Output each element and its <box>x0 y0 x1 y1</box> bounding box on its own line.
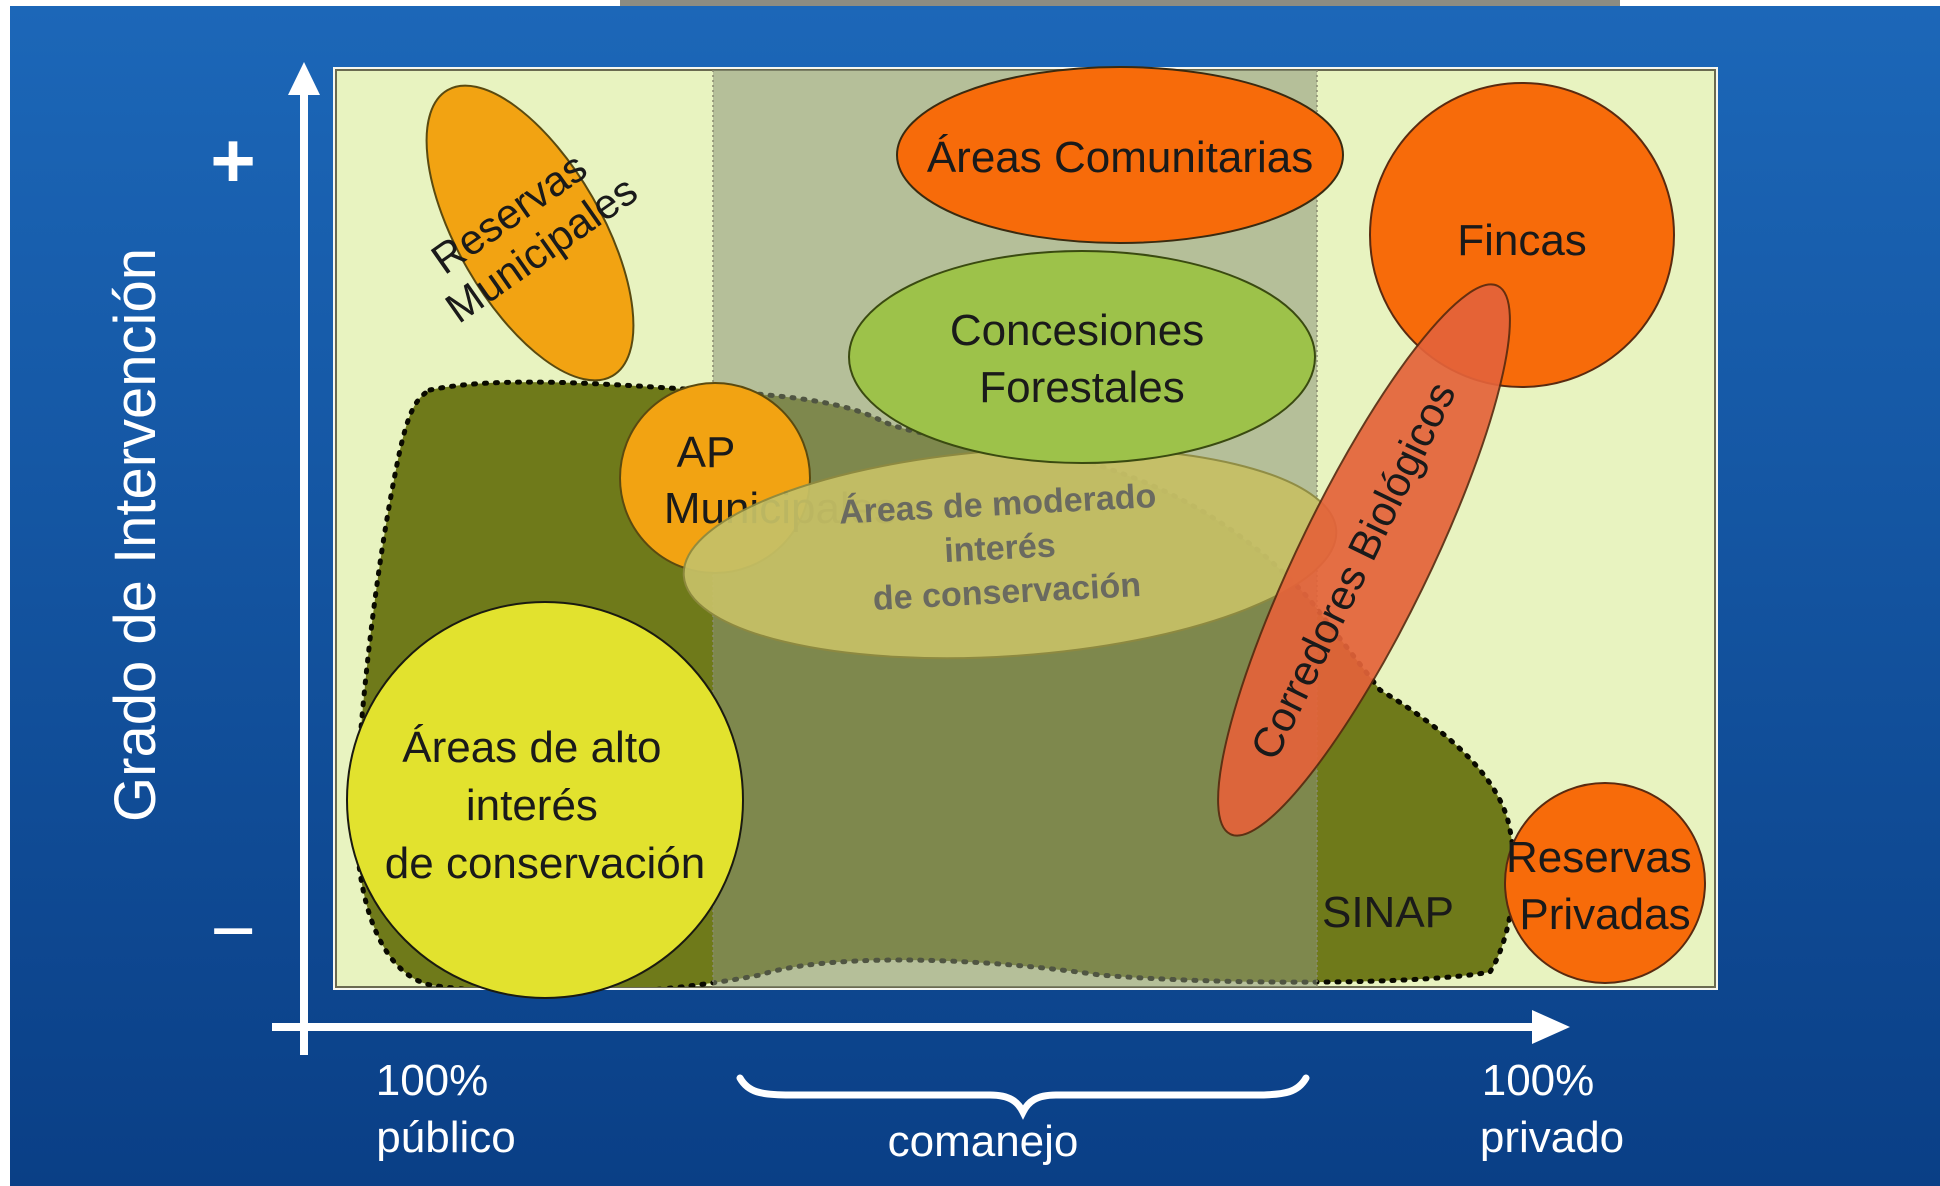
alto-interes-shape <box>346 601 744 999</box>
alto-interes-label: Áreas de alto interés de conservación <box>385 723 705 888</box>
reservas-privadas-shape <box>1504 782 1706 984</box>
comanejo-brace <box>736 1074 1310 1120</box>
areas-comunitarias-label: Áreas Comunitarias <box>927 133 1313 182</box>
ap-municipales-label-ap: AP <box>677 428 736 477</box>
fincas-label: Fincas <box>1457 216 1587 265</box>
areas-comunitarias-shape <box>896 66 1344 244</box>
x-axis-left-pct: 100% <box>376 1056 489 1105</box>
top-photo-strip <box>620 0 1620 6</box>
sinap-label: SINAP <box>1322 888 1454 937</box>
y-axis-minus: − <box>210 886 256 974</box>
fincas-shape <box>1369 82 1675 388</box>
y-axis-arrowhead <box>288 62 320 95</box>
concesiones-label-line2: Forestales <box>979 363 1184 412</box>
x-axis-right-word: privado <box>1480 1113 1624 1162</box>
reservas-privadas-label: Reservas Privadas <box>1506 833 1704 939</box>
x-axis-left-word: público <box>376 1113 515 1162</box>
corredores-shape <box>1217 283 1511 837</box>
reservas-municipales-shape <box>425 84 635 382</box>
y-axis-title: Grado de Intervención <box>103 248 168 822</box>
y-axis-plus: + <box>210 116 256 204</box>
concesiones-forestales-shape <box>848 250 1316 464</box>
x-axis-right-pct: 100% <box>1482 1056 1595 1105</box>
concesiones-label-line1: Concesiones <box>950 306 1204 355</box>
x-axis-middle-label: comanejo <box>888 1117 1079 1166</box>
x-axis-arrowhead <box>1532 1010 1570 1044</box>
